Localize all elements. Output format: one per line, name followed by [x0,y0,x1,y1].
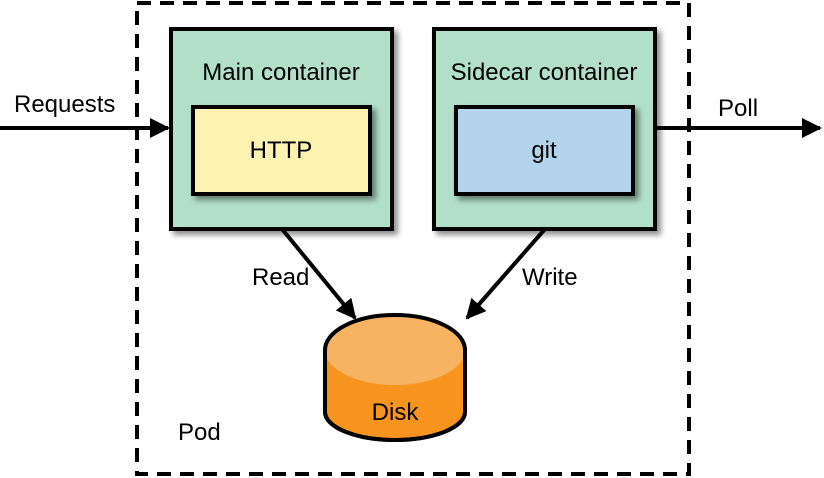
read-arrow [280,227,357,320]
sidecar-container-label: Sidecar container [451,59,638,86]
pod-boundary [135,1,691,476]
disk-label: Disk [372,399,420,426]
git-label: git [531,137,557,164]
write-arrow [465,227,547,320]
requests-label: Requests [14,91,115,118]
http-component [191,105,372,196]
read-label: Read [252,264,309,291]
pod-label: Pod [178,419,221,446]
write-label: Write [522,264,578,291]
git-component [454,105,635,196]
poll-label: Poll [718,95,758,122]
http-label: HTTP [250,137,313,164]
main-container-label: Main container [202,59,359,86]
disk-icon [323,313,467,442]
